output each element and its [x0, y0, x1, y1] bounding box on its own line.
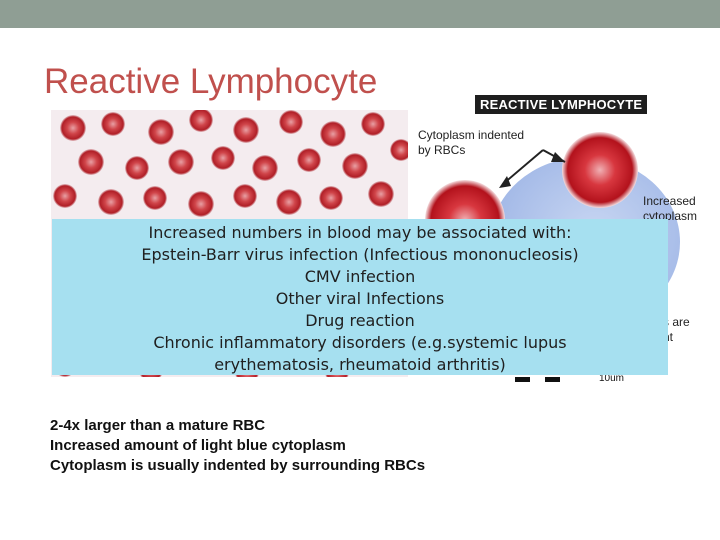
- scale-bar-label: 10um: [599, 373, 625, 384]
- callout-line: Increased numbers in blood may be associ…: [148, 223, 572, 242]
- note-item: 2-4x larger than a mature RBC: [50, 417, 266, 434]
- increased-cytoplasm-label: Increased cytoplasm: [643, 194, 698, 223]
- callout-line: Drug reaction: [305, 311, 415, 330]
- association-callout: Increased numbers in blood may be associ…: [52, 219, 668, 375]
- note-item: Increased amount of light blue cytoplasm: [50, 437, 346, 454]
- indented-note-label: Cytoplasm indented by RBCs: [418, 128, 525, 157]
- diagram-heading: REACTIVE LYMPHOCYTE: [475, 95, 648, 114]
- callout-line: Chronic inflammatory disorders (e.g.syst…: [153, 333, 567, 374]
- notes-list: 2-4x larger than a mature RBC Increased …: [50, 416, 425, 476]
- top-band: [0, 0, 720, 28]
- callout-line: Epstein-Barr virus infection (Infectious…: [141, 245, 579, 264]
- slide-title: Reactive Lymphocyte: [44, 62, 378, 101]
- callout-line: CMV infection: [304, 267, 416, 286]
- note-item: Cytoplasm is usually indented by surroun…: [50, 457, 426, 474]
- callout-line: Other viral Infections: [275, 289, 445, 308]
